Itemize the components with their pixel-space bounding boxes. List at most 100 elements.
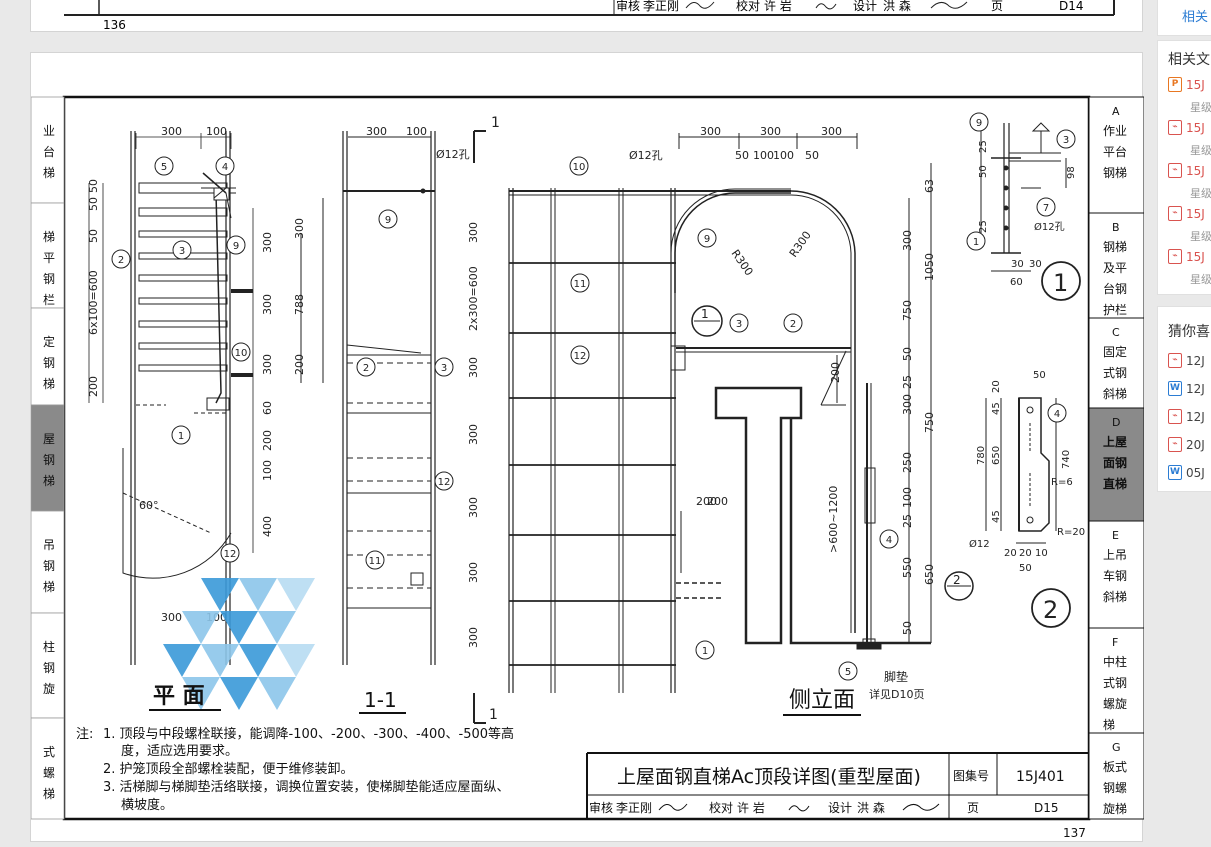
guess-doc-title[interactable]: 12J bbox=[1186, 381, 1205, 396]
side-dim-25a: 25 bbox=[901, 375, 914, 389]
part-bubble-2 bbox=[111, 249, 131, 269]
side-dim-50b: 50 bbox=[805, 149, 819, 162]
detail-1-callout bbox=[1041, 261, 1081, 301]
related-doc-item[interactable]: ⌁15J bbox=[1168, 163, 1205, 183]
d1-dim-30b: 30 bbox=[1029, 259, 1042, 270]
atlas-code: 15J401 bbox=[1016, 769, 1065, 785]
detail-1 bbox=[980, 118, 1067, 272]
reviewer-label: 审核 bbox=[589, 800, 613, 815]
related-doc-title[interactable]: 15J bbox=[1186, 120, 1205, 135]
part-bubble-number: 9 bbox=[385, 215, 391, 226]
prev-signature-1 bbox=[685, 1, 715, 9]
prev-reviewer: 李正刚 bbox=[643, 0, 679, 13]
related-doc-title[interactable]: 15J bbox=[1186, 77, 1205, 92]
prev-checker-label: 校对 bbox=[736, 0, 760, 13]
section-dim-200v: 200 bbox=[293, 354, 306, 375]
side-dim-250: 250 bbox=[901, 452, 914, 473]
guess-doc-title[interactable]: 05J bbox=[1186, 465, 1205, 480]
section-cut-mark-top: 1 bbox=[491, 115, 500, 131]
part-bubble-12 bbox=[434, 471, 454, 491]
checker: 许 岩 bbox=[737, 800, 765, 815]
side-elevation bbox=[508, 133, 932, 693]
left-tab-line: 螺 bbox=[43, 766, 55, 780]
guess-doc-title[interactable]: 12J bbox=[1186, 353, 1205, 368]
part-bubble-1 bbox=[171, 425, 191, 445]
section-2-marker-number: 2 bbox=[953, 573, 961, 587]
right-tab-strip: A作业平台钢梯B钢梯及平台钢护栏C固定式钢斜梯D上屋面钢直梯E上吊车钢斜梯F中柱… bbox=[1088, 96, 1145, 820]
plan-dim-50a: 50 bbox=[87, 179, 100, 193]
side-tab-line: 板式 bbox=[1103, 760, 1127, 774]
guess-doc-item[interactable]: ⌁12J bbox=[1168, 409, 1205, 429]
section-dim-300-right: 300 bbox=[467, 222, 480, 243]
side-dim-650: 650 bbox=[923, 564, 936, 585]
related-link[interactable]: 相关 bbox=[1182, 10, 1209, 25]
part-bubble-1 bbox=[966, 231, 986, 251]
side-dim-200v: 200 bbox=[829, 362, 842, 383]
part-bubble-number: 3 bbox=[1063, 135, 1069, 146]
related-doc-item[interactable]: ⌁15J bbox=[1168, 206, 1205, 226]
plan-dim-6x100: 6x100=600 bbox=[87, 270, 100, 335]
left-tab-line: 柱 bbox=[43, 639, 55, 654]
related-doc-title[interactable]: 15J bbox=[1186, 249, 1205, 264]
part-bubble-number: 9 bbox=[704, 234, 710, 245]
related-doc-item[interactable]: ⌁15J bbox=[1168, 249, 1205, 269]
left-tab-3: 定钢梯 bbox=[30, 307, 65, 406]
related-doc-title[interactable]: 15J bbox=[1186, 163, 1205, 178]
sidebar-top-box: 相关 bbox=[1157, 0, 1211, 36]
guess-doc-item[interactable]: ⌁12J bbox=[1168, 353, 1205, 373]
part-bubble-number: 9 bbox=[233, 241, 239, 252]
side-tab-line: 式钢 bbox=[1103, 366, 1127, 380]
related-doc-item[interactable]: ⌁15J bbox=[1168, 120, 1205, 140]
part-bubble-2 bbox=[356, 357, 376, 377]
side-tab-line: 面钢 bbox=[1103, 455, 1127, 470]
side-tab-line: 梯 bbox=[1103, 718, 1115, 732]
part-bubble-1 bbox=[695, 640, 715, 660]
part-bubble-number: 12 bbox=[574, 351, 587, 362]
left-tab-line: 钢 bbox=[43, 559, 55, 573]
left-tab-line: 梯 bbox=[43, 580, 55, 594]
left-tab-1: 业台梯 bbox=[30, 96, 65, 204]
side-tab-line: 直梯 bbox=[1103, 476, 1127, 491]
note-1: 1. 顶段与中段螺栓联接，能调降-100、-200、-300、-400、-500… bbox=[103, 726, 514, 742]
guess-doc-title[interactable]: 12J bbox=[1186, 409, 1205, 424]
side-dim-range: >600~1200 bbox=[827, 486, 840, 553]
d2-dim-20c: 20 bbox=[1019, 548, 1032, 559]
section-view-label: 1-1 bbox=[364, 688, 397, 712]
section-dim-300: 300 bbox=[366, 125, 387, 138]
side-tab-line: 钢梯 bbox=[1103, 240, 1127, 254]
guess-doc-item[interactable]: ⌁20J bbox=[1168, 437, 1205, 457]
side-tab-line: 斜梯 bbox=[1103, 387, 1127, 401]
plan-dim-300-v1: 300 bbox=[261, 232, 274, 253]
designer-signature bbox=[902, 803, 940, 811]
part-bubble-number: 5 bbox=[161, 162, 167, 173]
prev-designer: 洪 森 bbox=[883, 0, 911, 13]
left-tab-line: 吊 bbox=[43, 538, 55, 552]
guess-doc-title[interactable]: 20J bbox=[1186, 437, 1205, 452]
part-bubble-11 bbox=[365, 550, 385, 570]
plan-dim-50b: 50 bbox=[87, 197, 100, 211]
part-bubble-number: 2 bbox=[118, 255, 124, 266]
side-tab-line: 护栏 bbox=[1103, 302, 1127, 317]
plan-dim-200: 200 bbox=[87, 376, 100, 397]
left-tab-line: 定 bbox=[43, 334, 55, 349]
side-dim-50d: 50 bbox=[901, 621, 914, 635]
prev-signature-2 bbox=[815, 3, 837, 10]
d2-dim-45b: 45 bbox=[991, 510, 1002, 523]
related-doc-title[interactable]: 15J bbox=[1186, 206, 1205, 221]
side-tab-letter: F bbox=[1112, 636, 1118, 649]
part-bubble-9 bbox=[697, 228, 717, 248]
note-3-cont: 横坡度。 bbox=[121, 797, 173, 813]
checker-signature bbox=[788, 805, 810, 812]
prev-reviewer-label: 审核 bbox=[616, 0, 640, 13]
side-tab-line: 上吊 bbox=[1103, 548, 1127, 562]
side-dim-300v: 300 bbox=[901, 230, 914, 251]
prev-designer-label: 设计 bbox=[853, 0, 877, 13]
